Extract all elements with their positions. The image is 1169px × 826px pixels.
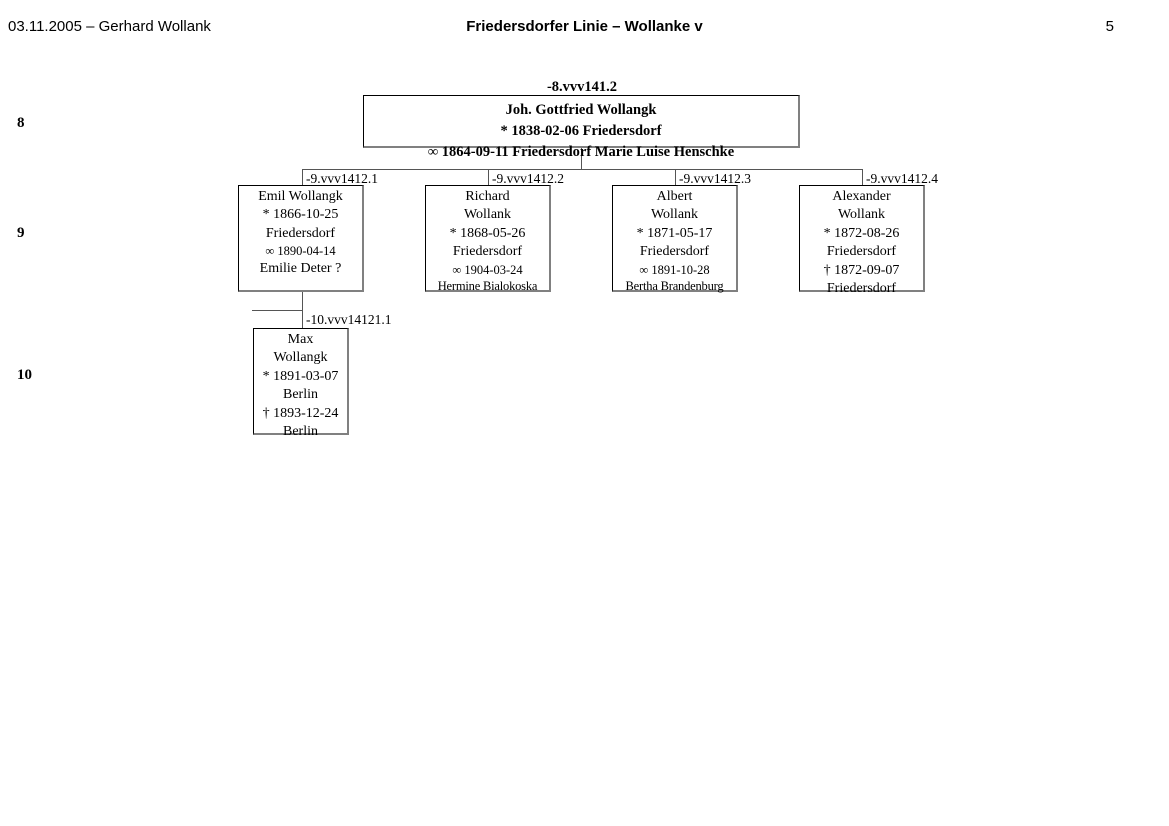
person-line: Friedersdorf [265, 225, 336, 241]
connector-emil-drop [302, 292, 303, 310]
person-line: Wollank [463, 207, 512, 223]
person-box-max[interactable]: Max Wollangk * 1891-03-07 Berlin † 1893-… [253, 328, 349, 439]
person-line: Friedersdorf [826, 244, 897, 260]
generation-label-10: 10 [17, 367, 32, 383]
person-box-alexander[interactable]: Alexander Wollank * 1872-08-26 Friedersd… [799, 185, 925, 296]
person-line: * 1868-05-26 [449, 225, 526, 241]
node-id-grandchild-1: -10.vvv14121.1 [305, 312, 393, 328]
person-line: Friedersdorf [452, 244, 523, 260]
node-id-child-2: -9.vvv1412.2 [491, 171, 565, 187]
node-id-root: -8.vvv141.2 [545, 79, 619, 96]
connector-child-drop-2 [488, 169, 489, 187]
node-id-child-1: -9.vvv1412.1 [305, 171, 379, 187]
person-line: Hermine Bialokoska [437, 279, 538, 294]
page-number: 5 [1105, 18, 1114, 35]
person-line: Bertha Brandenburg [625, 279, 724, 294]
person-line: Wollangk [273, 350, 328, 366]
person-line: Friedersdorf [639, 244, 710, 260]
person-line: † 1893-12-24 [262, 405, 339, 421]
page-title: Friedersdorfer Linie – Wollanke v [466, 18, 703, 35]
connector-max-bar [252, 310, 303, 311]
connector-max-drop [302, 310, 303, 330]
person-line: Alexander [832, 189, 891, 204]
person-line: Joh. Gottfried Wollangk [505, 102, 657, 118]
person-box-richard[interactable]: Richard Wollank * 1868-05-26 Friedersdor… [425, 185, 551, 294]
node-id-child-3: -9.vvv1412.3 [678, 171, 752, 187]
node-id-child-4: -9.vvv1412.4 [865, 171, 939, 187]
person-line: Friedersdorf [826, 281, 897, 297]
person-line: Emil Wollangk [258, 189, 343, 204]
person-line: * 1838-02-06 Friedersdorf [500, 123, 662, 140]
person-box-emil[interactable]: Emil Wollangk * 1866-10-25 Friedersdorf … [238, 185, 364, 292]
person-line: ∞ 1891-10-28 [639, 262, 710, 277]
person-line: Richard [465, 189, 510, 204]
connector-sibling-bar [302, 169, 863, 170]
person-line: * 1891-03-07 [262, 368, 339, 384]
person-line: * 1866-10-25 [262, 207, 339, 223]
person-line: Berlin [283, 387, 318, 403]
person-line: * 1871-05-17 [636, 225, 713, 241]
person-line: Albert [656, 189, 693, 204]
connector-root-drop [581, 148, 582, 170]
person-line: Max [287, 332, 314, 347]
generation-label-8: 8 [17, 115, 25, 131]
person-line: Berlin [283, 424, 318, 440]
person-box-albert[interactable]: Albert Wollank * 1871-05-17 Friedersdorf… [612, 185, 738, 294]
header-author-date: 03.11.2005 – Gerhard Wollank [8, 18, 211, 35]
connector-child-drop-3 [675, 169, 676, 187]
person-line: * 1872-08-26 [823, 225, 900, 241]
connector-child-drop-4 [862, 169, 863, 187]
generation-label-9: 9 [17, 225, 25, 241]
person-line: ∞ 1904-03-24 [452, 262, 523, 277]
person-line: Wollank [650, 207, 699, 223]
connector-child-drop-1 [302, 169, 303, 187]
person-box-root[interactable]: Joh. Gottfried Wollangk * 1838-02-06 Fri… [363, 95, 800, 160]
person-line: ∞ 1890-04-14 [265, 244, 336, 259]
person-line: ∞ 1864-09-11 Friedersdorf Marie Luise He… [427, 144, 735, 161]
person-line: † 1872-09-07 [823, 262, 900, 278]
person-line: Emilie Deter ? [259, 260, 342, 276]
person-line: Wollank [837, 207, 886, 223]
